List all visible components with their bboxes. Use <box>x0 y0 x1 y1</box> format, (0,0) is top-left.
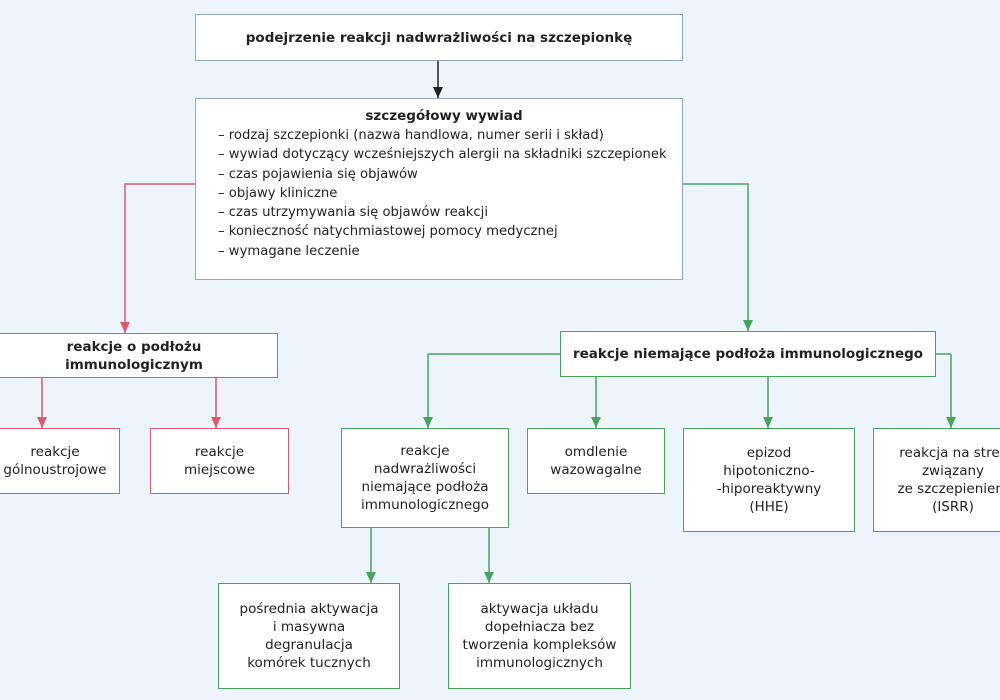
complement-activation-label: aktywacja układu dopełniacza bez tworzen… <box>462 601 617 671</box>
arrow-top-to-details-head <box>433 87 443 98</box>
arrow-hypersens-to-complement-head <box>484 572 494 583</box>
arrow-immuno-to-local-head <box>211 417 221 428</box>
detail-item-clinical-symptoms: objawy kliniczne <box>218 184 670 203</box>
non-immunological-hypersensitivity-box: reakcje nadwrażliwości niemające podłoża… <box>341 428 509 528</box>
mast-cell-activation-box: pośrednia aktywacja i masywna degranulac… <box>218 583 400 689</box>
arrow-details-to-nonimmuno-head <box>743 320 753 331</box>
detailed-history-list: rodzaj szczepionki (nazwa handlowa, nume… <box>218 126 670 261</box>
mast-cell-activation-label: pośrednia aktywacja i masywna degranulac… <box>239 601 379 671</box>
immunological-reactions-label: reakcje o podłożu immunologicznym <box>65 338 203 373</box>
local-reactions-box: reakcje miejscowe <box>150 428 289 494</box>
detail-item-symptom-duration: czas utrzymywania się objawów reakcji <box>218 203 670 222</box>
detail-item-vaccine-type: rodzaj szczepionki (nazwa handlowa, nume… <box>218 126 670 145</box>
detail-item-urgent-care: konieczność natychmiastowej pomocy medyc… <box>218 222 670 241</box>
local-reactions-label: reakcje miejscowe <box>183 444 256 478</box>
arrow-nonimmuno-to-hypersens-head <box>423 417 433 428</box>
vasovagal-syncope-box: omdlenie wazowagalne <box>527 428 665 494</box>
immunological-reactions-box: reakcje o podłożu immunologicznym <box>0 333 278 378</box>
detailed-history-title: szczegółowy wywiad <box>365 108 523 124</box>
suspected-hypersensitivity-box: podejrzenie reakcji nadwrażliwości na sz… <box>195 14 683 61</box>
arrow-nonimmuno-to-syncope-head <box>591 417 601 428</box>
systemic-reactions-label: reakcje gólnoustrojowe <box>3 444 107 478</box>
arrow-details-to-immuno-line <box>124 183 195 333</box>
non-immunological-reactions-box: reakcje niemające podłoża immunologiczne… <box>560 331 936 377</box>
suspected-hypersensitivity-label: podejrzenie reakcji nadwrażliwości na sz… <box>245 29 633 46</box>
detail-item-onset-time: czas pojawienia się objawów <box>218 165 670 184</box>
arrow-nonimmuno-to-isrr-head <box>946 417 956 428</box>
detailed-history-box: szczegółowy wywiad rodzaj szczepionki (n… <box>195 98 683 280</box>
non-immunological-hypersensitivity-label: reakcje nadwrażliwości niemające podłoża… <box>361 443 489 513</box>
non-immunological-reactions-label: reakcje niemające podłoża immunologiczne… <box>572 346 924 362</box>
isrr-label: reakcja na stres związany ze szczepienie… <box>897 445 1000 515</box>
detail-item-allergy-history: wywiad dotyczący wcześniejszych alergii … <box>218 145 670 164</box>
vasovagal-syncope-label: omdlenie wazowagalne <box>550 444 642 478</box>
detail-item-required-treatment: wymagane leczenie <box>218 242 670 261</box>
arrow-nonimmuno-to-hhe-head <box>763 417 773 428</box>
arrow-details-to-immuno-head <box>120 322 130 333</box>
arrow-immuno-to-systemic-head <box>37 417 47 428</box>
hhe-episode-label: epizod hipotoniczno- -hiporeaktywny (HHE… <box>716 445 822 515</box>
complement-activation-box: aktywacja układu dopełniacza bez tworzen… <box>448 583 631 689</box>
isrr-box: reakcja na stres związany ze szczepienie… <box>873 428 1000 532</box>
arrow-details-to-nonimmuno-line <box>683 183 749 331</box>
arrow-hypersens-to-mast-head <box>366 572 376 583</box>
systemic-reactions-box: reakcje gólnoustrojowe <box>0 428 120 494</box>
hhe-episode-box: epizod hipotoniczno- -hiporeaktywny (HHE… <box>683 428 855 532</box>
